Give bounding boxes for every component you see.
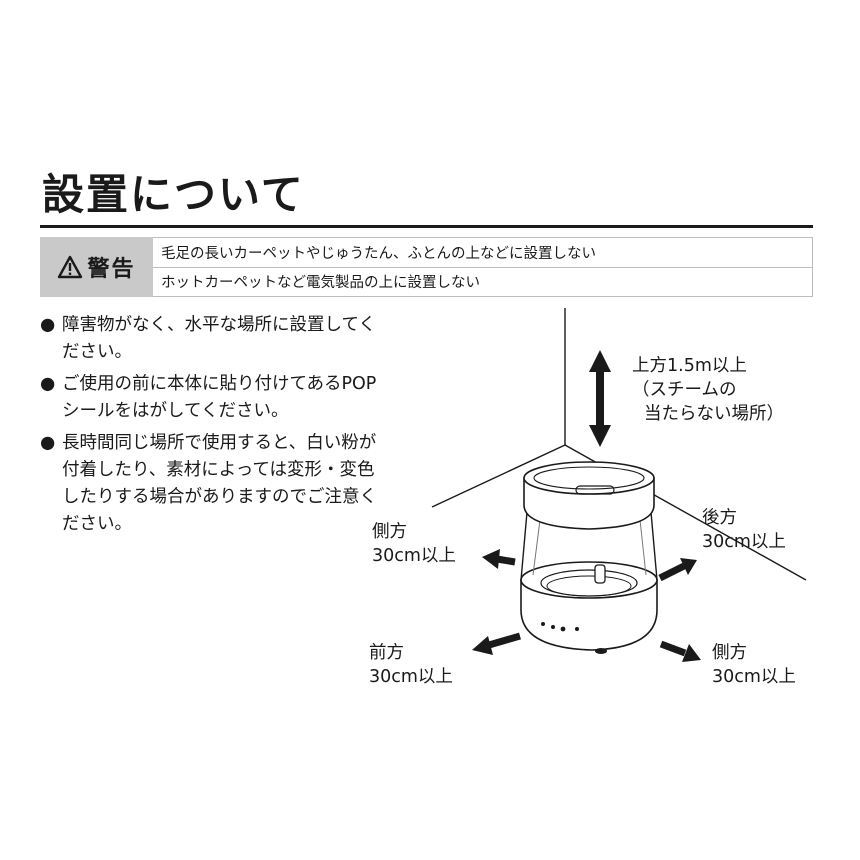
bullet-icon: ● [40, 315, 56, 335]
instruction-list: ● 障害物がなく、水平な場所に設置してください。 ● ご使用の前に本体に貼り付け… [40, 312, 380, 543]
instruction-item: ● ご使用の前に本体に貼り付けてあるPOPシールをはがしてください。 [40, 371, 380, 425]
clearance-top-label: 上方1.5m以上 （スチームの 当たらない場所） [632, 354, 784, 426]
clearance-top-note: （スチームの [632, 380, 737, 400]
arrow-front-icon [472, 632, 521, 655]
instruction-text: 長時間同じ場所で使用すると、白い粉が付着したり、素材によっては変形・変色したりす… [62, 433, 377, 534]
clearance-direction: 前方 [369, 643, 404, 663]
arrow-left-icon [482, 549, 516, 569]
arrow-back-icon [658, 558, 697, 582]
warning-label-text: 警告 [87, 257, 136, 282]
clearance-distance: 30cm以上 [702, 532, 786, 552]
instruction-item: ● 長時間同じ場所で使用すると、白い粉が付着したり、素材によっては変形・変色した… [40, 430, 380, 538]
warning-list: 毛足の長いカーペットやじゅうたん、ふとんの上などに設置しない ホットカーペットな… [153, 237, 813, 297]
warning-label: 警告 [40, 237, 153, 297]
installation-clearance-diagram [431, 308, 807, 662]
arrow-right-icon [659, 640, 701, 662]
humidifier-illustration [520, 461, 658, 654]
instruction-item: ● 障害物がなく、水平な場所に設置してください。 [40, 312, 380, 366]
bullet-icon: ● [40, 433, 56, 453]
clearance-distance: 30cm以上 [712, 667, 796, 687]
arrow-up-down-icon [589, 350, 611, 447]
clearance-front-label: 前方 30cm以上 [369, 641, 453, 689]
page-title: 設置について [42, 170, 305, 219]
clearance-distance: 30cm以上 [372, 546, 456, 566]
instruction-text: 障害物がなく、水平な場所に設置してください。 [62, 315, 376, 362]
title-underline [40, 225, 813, 228]
clearance-side-left-label: 側方 30cm以上 [372, 520, 456, 568]
clearance-direction: 後方 [702, 508, 737, 528]
clearance-distance: 30cm以上 [369, 667, 453, 687]
clearance-top-note: 当たらない場所） [644, 404, 784, 424]
warning-box: 警告 毛足の長いカーペットやじゅうたん、ふとんの上などに設置しない ホットカーペ… [40, 237, 813, 297]
instruction-text: ご使用の前に本体に貼り付けてあるPOPシールをはがしてください。 [62, 374, 377, 421]
warning-item: ホットカーペットなど電気製品の上に設置しない [153, 268, 812, 297]
clearance-side-right-label: 側方 30cm以上 [712, 641, 796, 689]
clearance-direction: 側方 [712, 643, 747, 663]
clearance-back-label: 後方 30cm以上 [702, 506, 786, 554]
bullet-icon: ● [40, 374, 56, 394]
clearance-top-distance: 上方1.5m以上 [632, 356, 747, 376]
warning-triangle-icon [58, 255, 83, 279]
warning-item: 毛足の長いカーペットやじゅうたん、ふとんの上などに設置しない [153, 238, 812, 268]
clearance-direction: 側方 [372, 522, 407, 542]
